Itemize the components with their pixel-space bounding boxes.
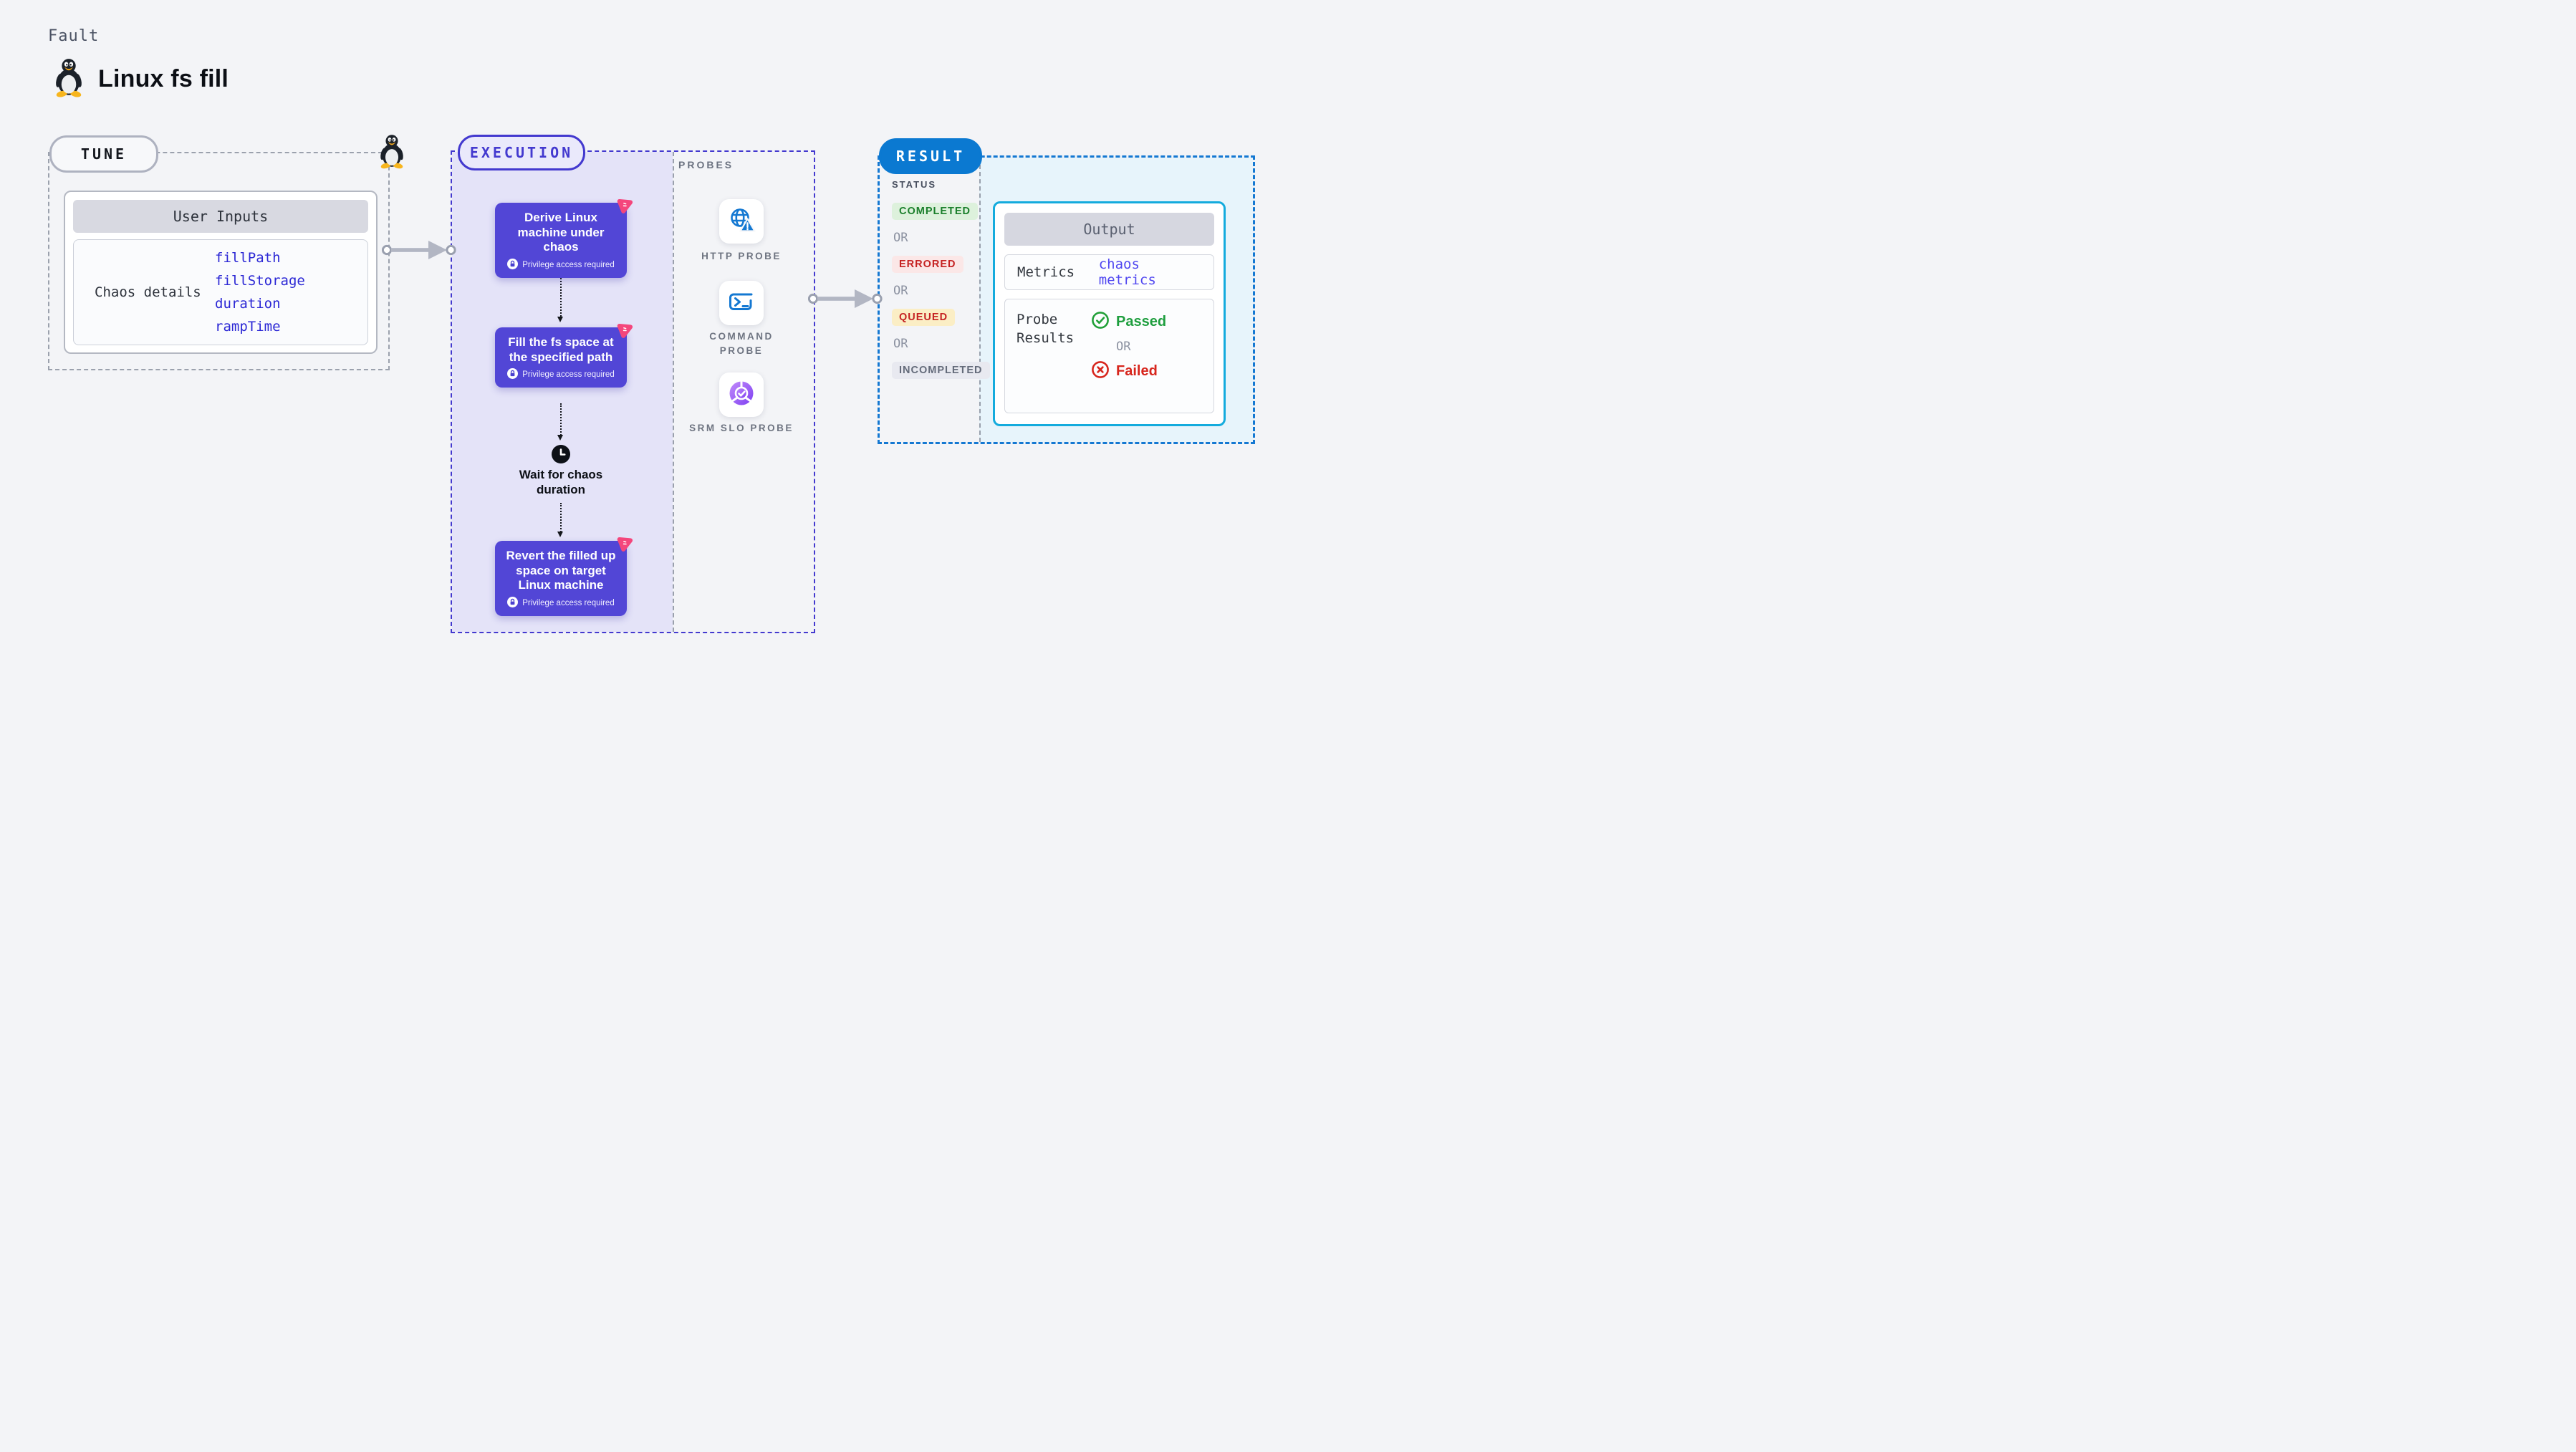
probe-label-command: COMMAND PROBE xyxy=(709,331,774,357)
chaos-badge-icon xyxy=(615,320,634,342)
tux-icon xyxy=(378,132,405,174)
tune-badge: TUNE xyxy=(49,135,158,173)
failed-label: Failed xyxy=(1116,363,1158,379)
chaos-metrics-link[interactable]: chaos metrics xyxy=(1098,256,1156,288)
user-inputs-header: User Inputs xyxy=(73,200,368,233)
chaos-details-values: fillPath fillStorage duration rampTime xyxy=(215,249,305,336)
clock-icon xyxy=(551,444,571,468)
lock-icon xyxy=(507,597,519,610)
privilege-note-text: Privilege access required xyxy=(522,599,615,608)
privilege-note: Privilege access required xyxy=(502,259,620,271)
chaos-badge-icon xyxy=(615,534,634,556)
lock-icon xyxy=(507,368,519,381)
status-badge-errored: ERRORED xyxy=(892,256,963,273)
tux-icon xyxy=(52,57,85,101)
terminal-icon xyxy=(726,286,757,321)
status-heading: STATUS xyxy=(892,179,937,190)
passed-item: Passed xyxy=(1091,311,1166,333)
step-derive-machine: Derive Linux machine under chaos Privile… xyxy=(495,198,633,279)
failed-item: Failed xyxy=(1091,360,1166,383)
step-fill-fs-space: Fill the fs space at the specified path … xyxy=(495,323,633,388)
globe-alert-icon xyxy=(725,204,758,239)
execution-badge: EXECUTION xyxy=(458,135,585,170)
privilege-note: Privilege access required xyxy=(502,597,620,610)
probe-results-row: Probe Results Passed OR xyxy=(1004,299,1214,413)
result-badge: RESULT xyxy=(879,138,982,174)
fault-kicker: Fault xyxy=(48,27,100,45)
input-fillstorage[interactable]: fillStorage xyxy=(215,273,305,289)
dotted-arrow-down-icon xyxy=(557,278,564,322)
probe-results-label: Probe Results xyxy=(1017,312,1075,346)
status-badge-incompleted: INCOMPLETED xyxy=(892,362,990,379)
dotted-arrow-down-icon xyxy=(557,403,564,441)
chaos-badge-icon xyxy=(615,196,634,218)
fault-diagram: Fault Linux fs fill TUNE xyxy=(0,0,1288,726)
or-label: OR xyxy=(893,284,908,298)
check-circle-icon xyxy=(1091,311,1110,333)
or-label: OR xyxy=(893,337,908,351)
status-badge-completed: COMPLETED xyxy=(892,203,979,220)
input-duration[interactable]: duration xyxy=(215,296,281,312)
input-fillpath[interactable]: fillPath xyxy=(215,250,281,266)
dotted-arrow-down-icon xyxy=(557,503,564,537)
probes-divider xyxy=(673,152,674,632)
slo-gauge-icon xyxy=(725,377,758,413)
step-title: Fill the fs space at the specified path xyxy=(508,335,614,364)
chaos-details-label: Chaos details xyxy=(95,284,201,300)
x-circle-icon xyxy=(1091,360,1110,383)
arrow-right-icon xyxy=(382,241,456,259)
arrow-right-icon xyxy=(808,289,883,308)
probe-results-values: Passed OR Failed xyxy=(1091,311,1166,401)
probe-card-command[interactable] xyxy=(719,281,764,325)
or-label: OR xyxy=(893,231,908,245)
or-label: OR xyxy=(1116,340,1131,354)
privilege-note: Privilege access required xyxy=(502,368,620,381)
probe-label-http: HTTP PROBE xyxy=(701,251,782,261)
output-card: Output Metrics chaos metrics Probe Resul… xyxy=(993,201,1226,426)
input-ramptime[interactable]: rampTime xyxy=(215,319,281,335)
tune-region xyxy=(48,152,390,370)
passed-label: Passed xyxy=(1116,314,1167,330)
probe-card-srm-slo[interactable] xyxy=(719,372,764,417)
probes-heading: PROBES xyxy=(678,159,734,170)
output-header: Output xyxy=(1004,213,1214,246)
status-badge-queued: QUEUED xyxy=(892,309,956,326)
privilege-note-text: Privilege access required xyxy=(522,261,615,270)
lock-icon xyxy=(507,259,519,271)
probe-label-srm-slo: SRM SLO PROBE xyxy=(689,423,794,433)
step-revert-space: Revert the filled up space on target Lin… xyxy=(495,537,633,617)
step-title: Derive Linux machine under chaos xyxy=(517,211,605,254)
page-title: Linux fs fill xyxy=(98,65,229,92)
privilege-note-text: Privilege access required xyxy=(522,370,615,380)
wait-duration-label: Wait for chaos duration xyxy=(519,468,603,497)
page-header: Linux fs fill xyxy=(52,57,229,101)
step-title: Revert the filled up space on target Lin… xyxy=(506,549,616,592)
metrics-row: Metrics chaos metrics xyxy=(1004,254,1214,290)
user-inputs-card: User Inputs Chaos details fillPath fillS… xyxy=(64,191,378,354)
metrics-label: Metrics xyxy=(1017,264,1075,280)
status-column: STATUS COMPLETED OR ERRORED OR QUEUED OR… xyxy=(892,179,990,379)
chaos-details-row: Chaos details fillPath fillStorage durat… xyxy=(73,239,368,345)
probe-card-http[interactable] xyxy=(719,199,764,244)
